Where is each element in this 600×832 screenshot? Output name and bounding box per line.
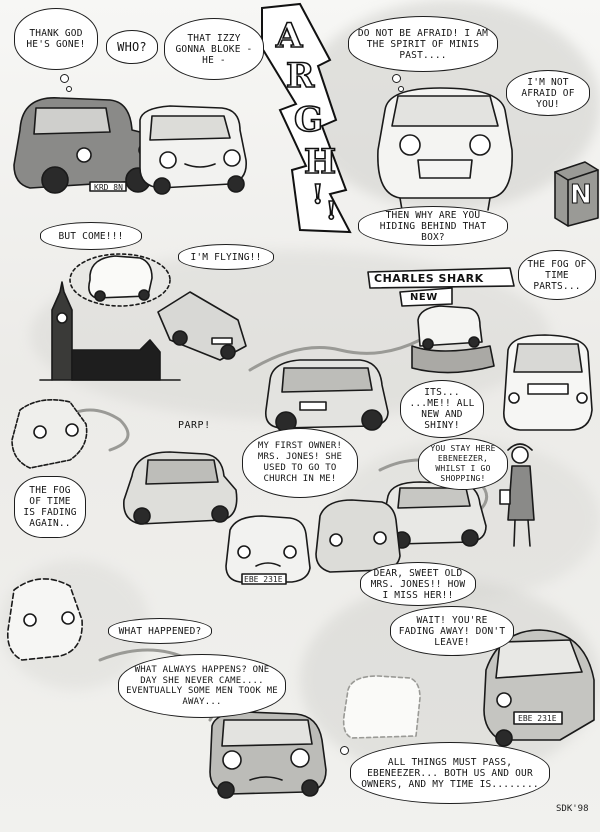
big-ben xyxy=(39,281,181,381)
bubble-not-afraid: I'M NOT AFRAID OF YOU! xyxy=(506,70,590,116)
bubble-text: THE FOG OF TIME IS FADING AGAIN.. xyxy=(23,485,77,529)
bubble-all-things: ALL THINGS MUST PASS, EBENEEZER... BOTH … xyxy=(350,742,550,804)
bubble-text: ITS... ...ME!! ALL NEW AND SHINY! xyxy=(409,387,475,431)
number-plate: EBE 231E xyxy=(518,714,557,723)
bubble-text: YOU STAY HERE EBENEEZER, WHILST I GO SHO… xyxy=(430,444,496,483)
flying-mini-tilted xyxy=(157,291,247,361)
bubble-stay-here: YOU STAY HERE EBENEEZER, WHILST I GO SHO… xyxy=(418,438,508,490)
bubble-tail xyxy=(340,746,349,755)
bubble-text: WAIT! YOU'RE FADING AWAY! DON'T LEAVE! xyxy=(398,614,506,648)
mini-car-rear xyxy=(503,334,593,431)
bubble-fog-parts: THE FOG OF TIME PARTS... xyxy=(518,250,596,300)
bubble-what-happened: WHAT HAPPENED? xyxy=(108,618,212,644)
mini-car-dark xyxy=(13,97,159,194)
flying-mini-small xyxy=(69,253,171,307)
showroom-sign xyxy=(367,267,515,307)
bubble-text: DO NOT BE AFRAID! I AM THE SPIRIT OF MIN… xyxy=(357,27,489,61)
bubble-text: DEAR, SWEET OLD MRS. JONES!! HOW I MISS … xyxy=(370,567,466,601)
showroom-sign-text: CHARLES SHARK xyxy=(374,272,484,285)
mini-car-ghost xyxy=(342,675,421,739)
mini-car-faded xyxy=(6,578,83,661)
bubble-flying: I'M FLYING!! xyxy=(178,244,274,270)
bubble-first-owner: MY FIRST OWNER! MRS. JONES! SHE USED TO … xyxy=(242,428,358,498)
parp-sfx: PARP! xyxy=(178,420,211,431)
mini-car-fading-left xyxy=(11,399,88,469)
mini-car-spirit xyxy=(377,87,513,211)
mini-car-light xyxy=(139,105,247,195)
bubble-tail xyxy=(66,86,72,92)
bubble-text: WHAT HAPPENED? xyxy=(118,625,202,637)
bubble-what-always: WHAT ALWAYS HAPPENS? ONE DAY SHE NEVER C… xyxy=(118,654,286,718)
number-plate: EBE 231E xyxy=(244,575,283,584)
argh-letter: R xyxy=(285,55,315,97)
box xyxy=(554,161,599,227)
bubble-fog-fading: THE FOG OF TIME IS FADING AGAIN.. xyxy=(14,476,86,538)
bubble-its-me: ITS... ...ME!! ALL NEW AND SHINY! xyxy=(400,380,484,438)
bubble-text: THE FOG OF TIME PARTS... xyxy=(527,258,587,292)
mini-car-crowd xyxy=(315,499,401,573)
bubble-text: I'M NOT AFRAID OF YOU! xyxy=(521,76,575,110)
bubble-text: WHAT ALWAYS HAPPENS? ONE DAY SHE NEVER C… xyxy=(126,665,278,707)
bubble-hiding: THEN WHY ARE YOU HIDING BEHIND THAT BOX? xyxy=(358,206,508,246)
new-sign-text: NEW xyxy=(410,292,438,303)
bubble-but-come: BUT COME!!! xyxy=(40,222,142,250)
argh-burst xyxy=(261,2,352,234)
bubble-text: MY FIRST OWNER! MRS. JONES! SHE USED TO … xyxy=(257,441,343,484)
argh-letter: ! xyxy=(311,179,324,211)
argh-letter: A xyxy=(275,15,303,57)
mrs-jones xyxy=(499,443,535,547)
argh-letter: G xyxy=(293,99,324,141)
bubble-text: THAT IZZY GONNA BLOKE - HE - xyxy=(175,32,253,66)
mini-car-sad xyxy=(209,711,327,799)
argh-letter: ! xyxy=(325,195,337,226)
mini-car-new xyxy=(264,359,389,433)
bubble-text: BUT COME!!! xyxy=(58,230,124,242)
bubble-dear-sweet: DEAR, SWEET OLD MRS. JONES!! HOW I MISS … xyxy=(360,562,476,606)
number-plate: KRD 8N xyxy=(94,183,123,192)
bubble-text: THANK GOD HE'S GONE! xyxy=(26,28,86,50)
bubble-text: WHO? xyxy=(117,39,147,54)
bubble-izzy: THAT IZZY GONNA BLOKE - HE - xyxy=(164,18,264,80)
bubble-tail xyxy=(60,74,69,83)
bubble-thank-god: THANK GOD HE'S GONE! xyxy=(14,8,98,70)
mini-car-showroom xyxy=(411,305,495,374)
bubble-spirit: DO NOT BE AFRAID! I AM THE SPIRIT OF MIN… xyxy=(348,16,498,72)
bubble-text: ALL THINGS MUST PASS, EBENEEZER... BOTH … xyxy=(361,756,539,790)
mini-car-jones xyxy=(123,451,238,525)
bubble-wait: WAIT! YOU'RE FADING AWAY! DON'T LEAVE! xyxy=(390,606,514,656)
artist-signature: SDK'98 xyxy=(556,804,589,814)
box-letter: N xyxy=(569,180,593,211)
bubble-tail xyxy=(398,86,404,92)
mini-car-plate xyxy=(225,515,311,585)
bubble-who: WHO? xyxy=(106,30,158,64)
mini-car-right-tilted xyxy=(483,629,595,747)
bubble-text: I'M FLYING!! xyxy=(190,251,262,263)
bubble-text: THEN WHY ARE YOU HIDING BEHIND THAT BOX? xyxy=(379,209,487,243)
bubble-tail xyxy=(392,74,401,83)
argh-letter: H xyxy=(303,141,337,183)
